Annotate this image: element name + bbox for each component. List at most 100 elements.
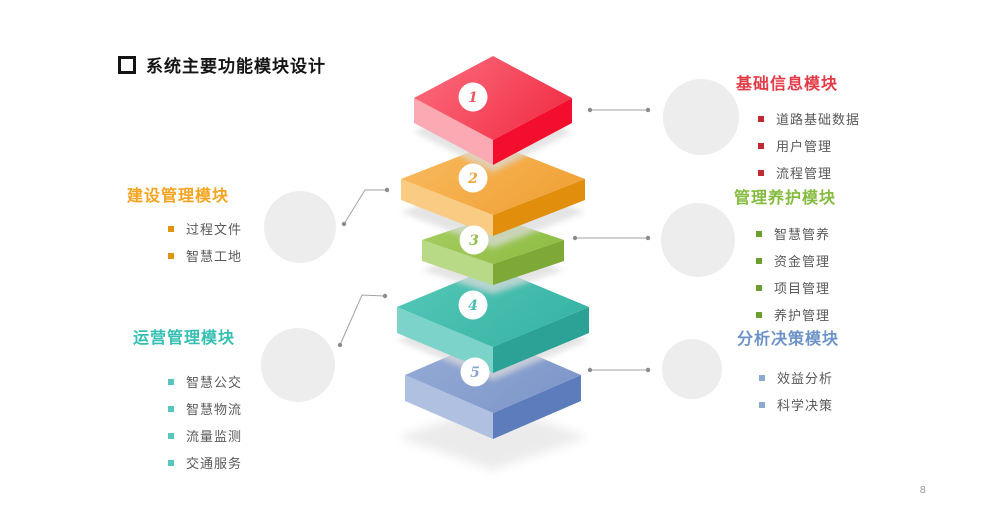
module-basic-info: 基础信息模块 道路基础数据 用户管理 流程管理 bbox=[736, 70, 860, 186]
module-construction: 建设管理模块 过程文件 智慧工地 bbox=[127, 182, 242, 269]
item-label: 项目管理 bbox=[774, 282, 831, 297]
module-title: 运营管理模块 bbox=[133, 328, 236, 347]
placeholder-circle-operation bbox=[261, 328, 335, 402]
bullet-square-icon bbox=[168, 405, 174, 412]
title-square-icon bbox=[118, 55, 136, 74]
layer5-number: 5 bbox=[470, 365, 480, 381]
module-item: 养护管理 bbox=[734, 301, 836, 328]
module-title: 管理养护模块 bbox=[734, 188, 837, 207]
bullet-square-icon bbox=[759, 374, 765, 381]
layer4-top-face bbox=[397, 267, 589, 347]
item-label: 流程管理 bbox=[776, 167, 833, 182]
module-item-list: 智慧公交 智慧物流 流量监测 交通服务 bbox=[133, 368, 242, 476]
layer3-left-face bbox=[422, 240, 493, 285]
bullet-square-icon bbox=[756, 284, 762, 291]
connector-line-layer4 bbox=[339, 294, 386, 346]
number-badge-2 bbox=[458, 163, 488, 193]
module-item-list: 智慧管养 资金管理 项目管理 养护管理 bbox=[734, 220, 836, 328]
connector-line-layer2 bbox=[343, 189, 387, 225]
layer1-right-face bbox=[493, 98, 572, 165]
bullet-square-icon bbox=[758, 142, 764, 149]
module-item: 智慧工地 bbox=[168, 242, 242, 269]
module-item: 流程管理 bbox=[736, 159, 860, 186]
module-item: 道路基础数据 bbox=[736, 105, 860, 132]
item-label: 流量监测 bbox=[186, 430, 243, 445]
layer4-right-face bbox=[493, 307, 589, 373]
stack-layer-4 bbox=[397, 267, 589, 373]
layer2-left-face bbox=[401, 179, 493, 236]
module-item-list: 过程文件 智慧工地 bbox=[127, 215, 242, 269]
item-label: 智慧物流 bbox=[186, 403, 243, 418]
layer3-number: 3 bbox=[469, 233, 479, 249]
item-label: 养护管理 bbox=[774, 309, 831, 324]
module-item: 资金管理 bbox=[734, 247, 836, 274]
module-title: 建设管理模块 bbox=[127, 186, 230, 205]
bullet-square-icon bbox=[756, 230, 762, 237]
placeholder-circle-basic-info bbox=[663, 79, 739, 155]
module-analysis: 分析决策模块 效益分析 科学决策 bbox=[737, 325, 839, 418]
item-label: 交通服务 bbox=[186, 457, 243, 472]
module-item-list: 道路基础数据 用户管理 流程管理 bbox=[736, 105, 860, 186]
item-label: 用户管理 bbox=[776, 140, 833, 155]
module-item: 效益分析 bbox=[737, 364, 839, 391]
module-title: 分析决策模块 bbox=[737, 329, 840, 348]
module-item: 科学决策 bbox=[737, 391, 839, 418]
connector-dots bbox=[337, 107, 651, 373]
bullet-square-icon bbox=[168, 225, 174, 232]
slide-title: 系统主要功能模块设计 bbox=[146, 57, 326, 77]
bullet-square-icon bbox=[168, 378, 174, 385]
layer1-number: 1 bbox=[468, 90, 478, 106]
connector-lines bbox=[339, 109, 648, 371]
item-label: 过程文件 bbox=[186, 223, 243, 238]
module-item: 交通服务 bbox=[168, 449, 242, 476]
layer2-number: 2 bbox=[467, 171, 478, 187]
module-maintenance: 管理养护模块 智慧管养 资金管理 项目管理 养护管理 bbox=[734, 184, 836, 328]
layer1-left-face bbox=[414, 98, 493, 165]
module-item: 智慧管养 bbox=[734, 220, 836, 247]
module-item: 过程文件 bbox=[168, 215, 242, 242]
item-label: 智慧工地 bbox=[186, 250, 243, 265]
layer5-right-face bbox=[493, 375, 581, 439]
bullet-square-icon bbox=[756, 311, 762, 318]
layer3-right-face bbox=[493, 240, 564, 285]
item-label: 道路基础数据 bbox=[776, 113, 861, 128]
layer4-left-face bbox=[397, 307, 493, 373]
number-badge-4 bbox=[458, 290, 488, 320]
placeholder-circle-construction bbox=[264, 191, 336, 263]
item-label: 资金管理 bbox=[774, 255, 831, 270]
layer4-number: 4 bbox=[468, 298, 478, 314]
placeholder-circle-maintenance bbox=[661, 203, 735, 277]
bullet-square-icon bbox=[758, 169, 764, 176]
bullet-square-icon bbox=[759, 401, 765, 408]
layer-number-badges: 1 2 3 4 5 bbox=[458, 82, 490, 387]
module-item-list: 效益分析 科学决策 bbox=[737, 364, 839, 418]
module-item: 项目管理 bbox=[734, 274, 836, 301]
module-title: 基础信息模块 bbox=[736, 74, 839, 93]
module-operation: 运营管理模块 智慧公交 智慧物流 流量监测 交通服务 bbox=[133, 324, 242, 476]
number-badge-3 bbox=[459, 225, 489, 255]
bullet-square-icon bbox=[168, 252, 174, 259]
bullet-square-icon bbox=[168, 459, 174, 466]
bullet-square-icon bbox=[168, 432, 174, 439]
module-item: 智慧公交 bbox=[168, 368, 242, 395]
layer5-left-face bbox=[405, 375, 493, 439]
page-number: 8 bbox=[919, 485, 926, 496]
bullet-square-icon bbox=[756, 257, 762, 264]
stack-layer-1 bbox=[414, 56, 572, 165]
layer1-top-face bbox=[414, 56, 572, 140]
number-badge-1 bbox=[458, 82, 488, 112]
module-item: 流量监测 bbox=[168, 422, 242, 449]
layer2-right-face bbox=[493, 179, 585, 236]
module-item: 用户管理 bbox=[736, 132, 860, 159]
item-label: 科学决策 bbox=[777, 399, 834, 414]
bullet-square-icon bbox=[758, 115, 764, 122]
stack-layer-2 bbox=[401, 143, 585, 236]
module-item: 智慧物流 bbox=[168, 395, 242, 422]
placeholder-circle-analysis bbox=[662, 339, 722, 399]
item-label: 智慧管养 bbox=[774, 228, 831, 243]
number-badge-5 bbox=[460, 357, 490, 387]
item-label: 效益分析 bbox=[777, 372, 834, 387]
slide-title-row: 系统主要功能模块设计 bbox=[118, 52, 326, 77]
item-label: 智慧公交 bbox=[186, 376, 243, 391]
